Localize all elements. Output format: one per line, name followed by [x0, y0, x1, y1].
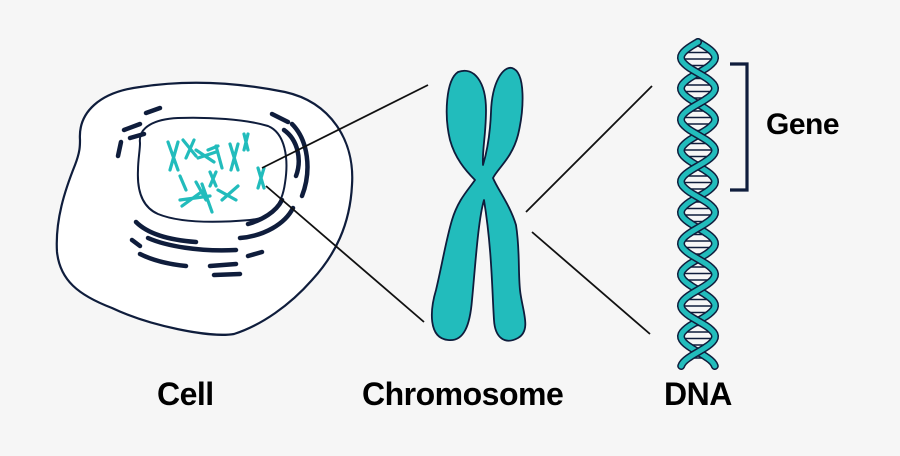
- zoom-lines-chromosome: [525, 85, 653, 335]
- dna-strand-2: [678, 39, 718, 369]
- gene-label: Gene: [766, 108, 840, 141]
- dna-strand-1: [678, 39, 718, 369]
- cell-icon: [55, 81, 429, 336]
- cell-label: Cell: [157, 376, 214, 412]
- endoplasmic-reticulum: [115, 105, 310, 278]
- chromosome-label: Chromosome: [362, 376, 564, 412]
- dna-double-helix-icon: [676, 38, 720, 370]
- bracket-icon: [730, 62, 749, 192]
- chromosome-icon: [431, 67, 653, 342]
- chromosome-body: [431, 67, 527, 342]
- zoom-lines-cell: [261, 84, 429, 323]
- dna-label: DNA: [664, 376, 732, 412]
- nucleus-chromosomes: [166, 132, 266, 214]
